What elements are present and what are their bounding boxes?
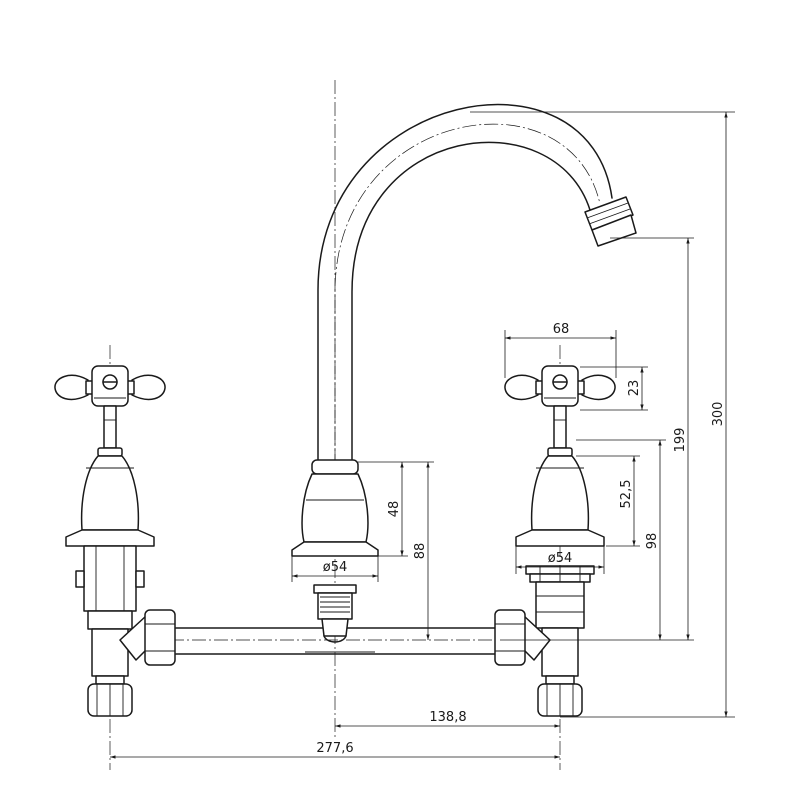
dim-spout-base-diameter: ø54 (323, 560, 348, 575)
left-crosshead-handle (54, 365, 166, 449)
spout-base (291, 459, 379, 643)
dim-handle-body-height: 98 (645, 533, 660, 550)
left-valve (54, 365, 176, 717)
dim-spout-base-height: 88 (413, 543, 428, 560)
spout-outlet (584, 196, 637, 247)
dim-handle-base-diameter: ø54 (548, 551, 573, 566)
dimension-labels: 300 199 98 52,5 23 68 88 48 ø54 ø54 138,… (316, 322, 726, 756)
right-crosshead-handle (504, 365, 616, 449)
dim-spout-outlet-height: 199 (673, 428, 688, 453)
dimension-lines (110, 111, 735, 759)
dim-overall-height: 300 (711, 402, 726, 427)
dim-handle-collar-height: 52,5 (619, 480, 634, 509)
spout (317, 103, 637, 463)
dim-half-centres: 138,8 (429, 710, 466, 725)
dim-spout-collar-height: 48 (387, 501, 402, 518)
centre-axes (109, 80, 561, 770)
dim-overall-centres: 277,6 (316, 741, 353, 756)
dim-handle-head-height: 23 (627, 380, 642, 397)
dim-handle-width: 68 (553, 322, 570, 337)
right-valve (494, 365, 616, 717)
